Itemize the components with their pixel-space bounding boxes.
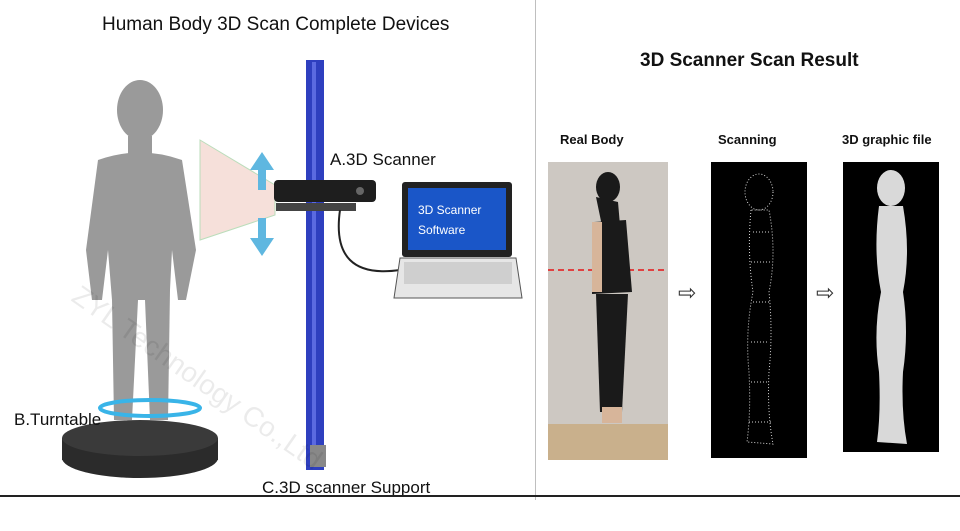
col-3d-file-label: 3D graphic file (842, 132, 932, 147)
laptop-screen-line1: 3D Scanner (418, 203, 482, 217)
laptop-screen-text: 3D Scanner Software (418, 200, 481, 240)
bottom-rule (0, 495, 960, 497)
arrow-icon: ⇨ (816, 280, 835, 305)
left-title: Human Body 3D Scan Complete Devices (102, 14, 450, 35)
up-down-arrows (250, 152, 274, 256)
col-real-body-label: Real Body (560, 132, 624, 147)
turntable (62, 398, 218, 478)
3d-graphic-image (843, 162, 939, 452)
device-illustration: ZYL Technology Co.,Ltd (62, 60, 523, 478)
scanner-label: A.3D Scanner (330, 150, 436, 169)
scanner-pole (306, 60, 326, 470)
laptop-screen-line2: Software (418, 223, 466, 237)
arrow-icon: ⇨ (678, 280, 697, 305)
laptop (393, 182, 523, 299)
scanner-device (274, 180, 376, 211)
right-title: 3D Scanner Scan Result (640, 50, 859, 71)
real-body-photo (548, 162, 668, 460)
divider (535, 0, 536, 500)
support-label: C.3D scanner Support (262, 478, 431, 497)
col-scanning-label: Scanning (718, 132, 777, 147)
scanning-image (711, 162, 807, 458)
human-silhouette (86, 80, 196, 420)
turntable-label: B.Turntable (14, 410, 102, 429)
